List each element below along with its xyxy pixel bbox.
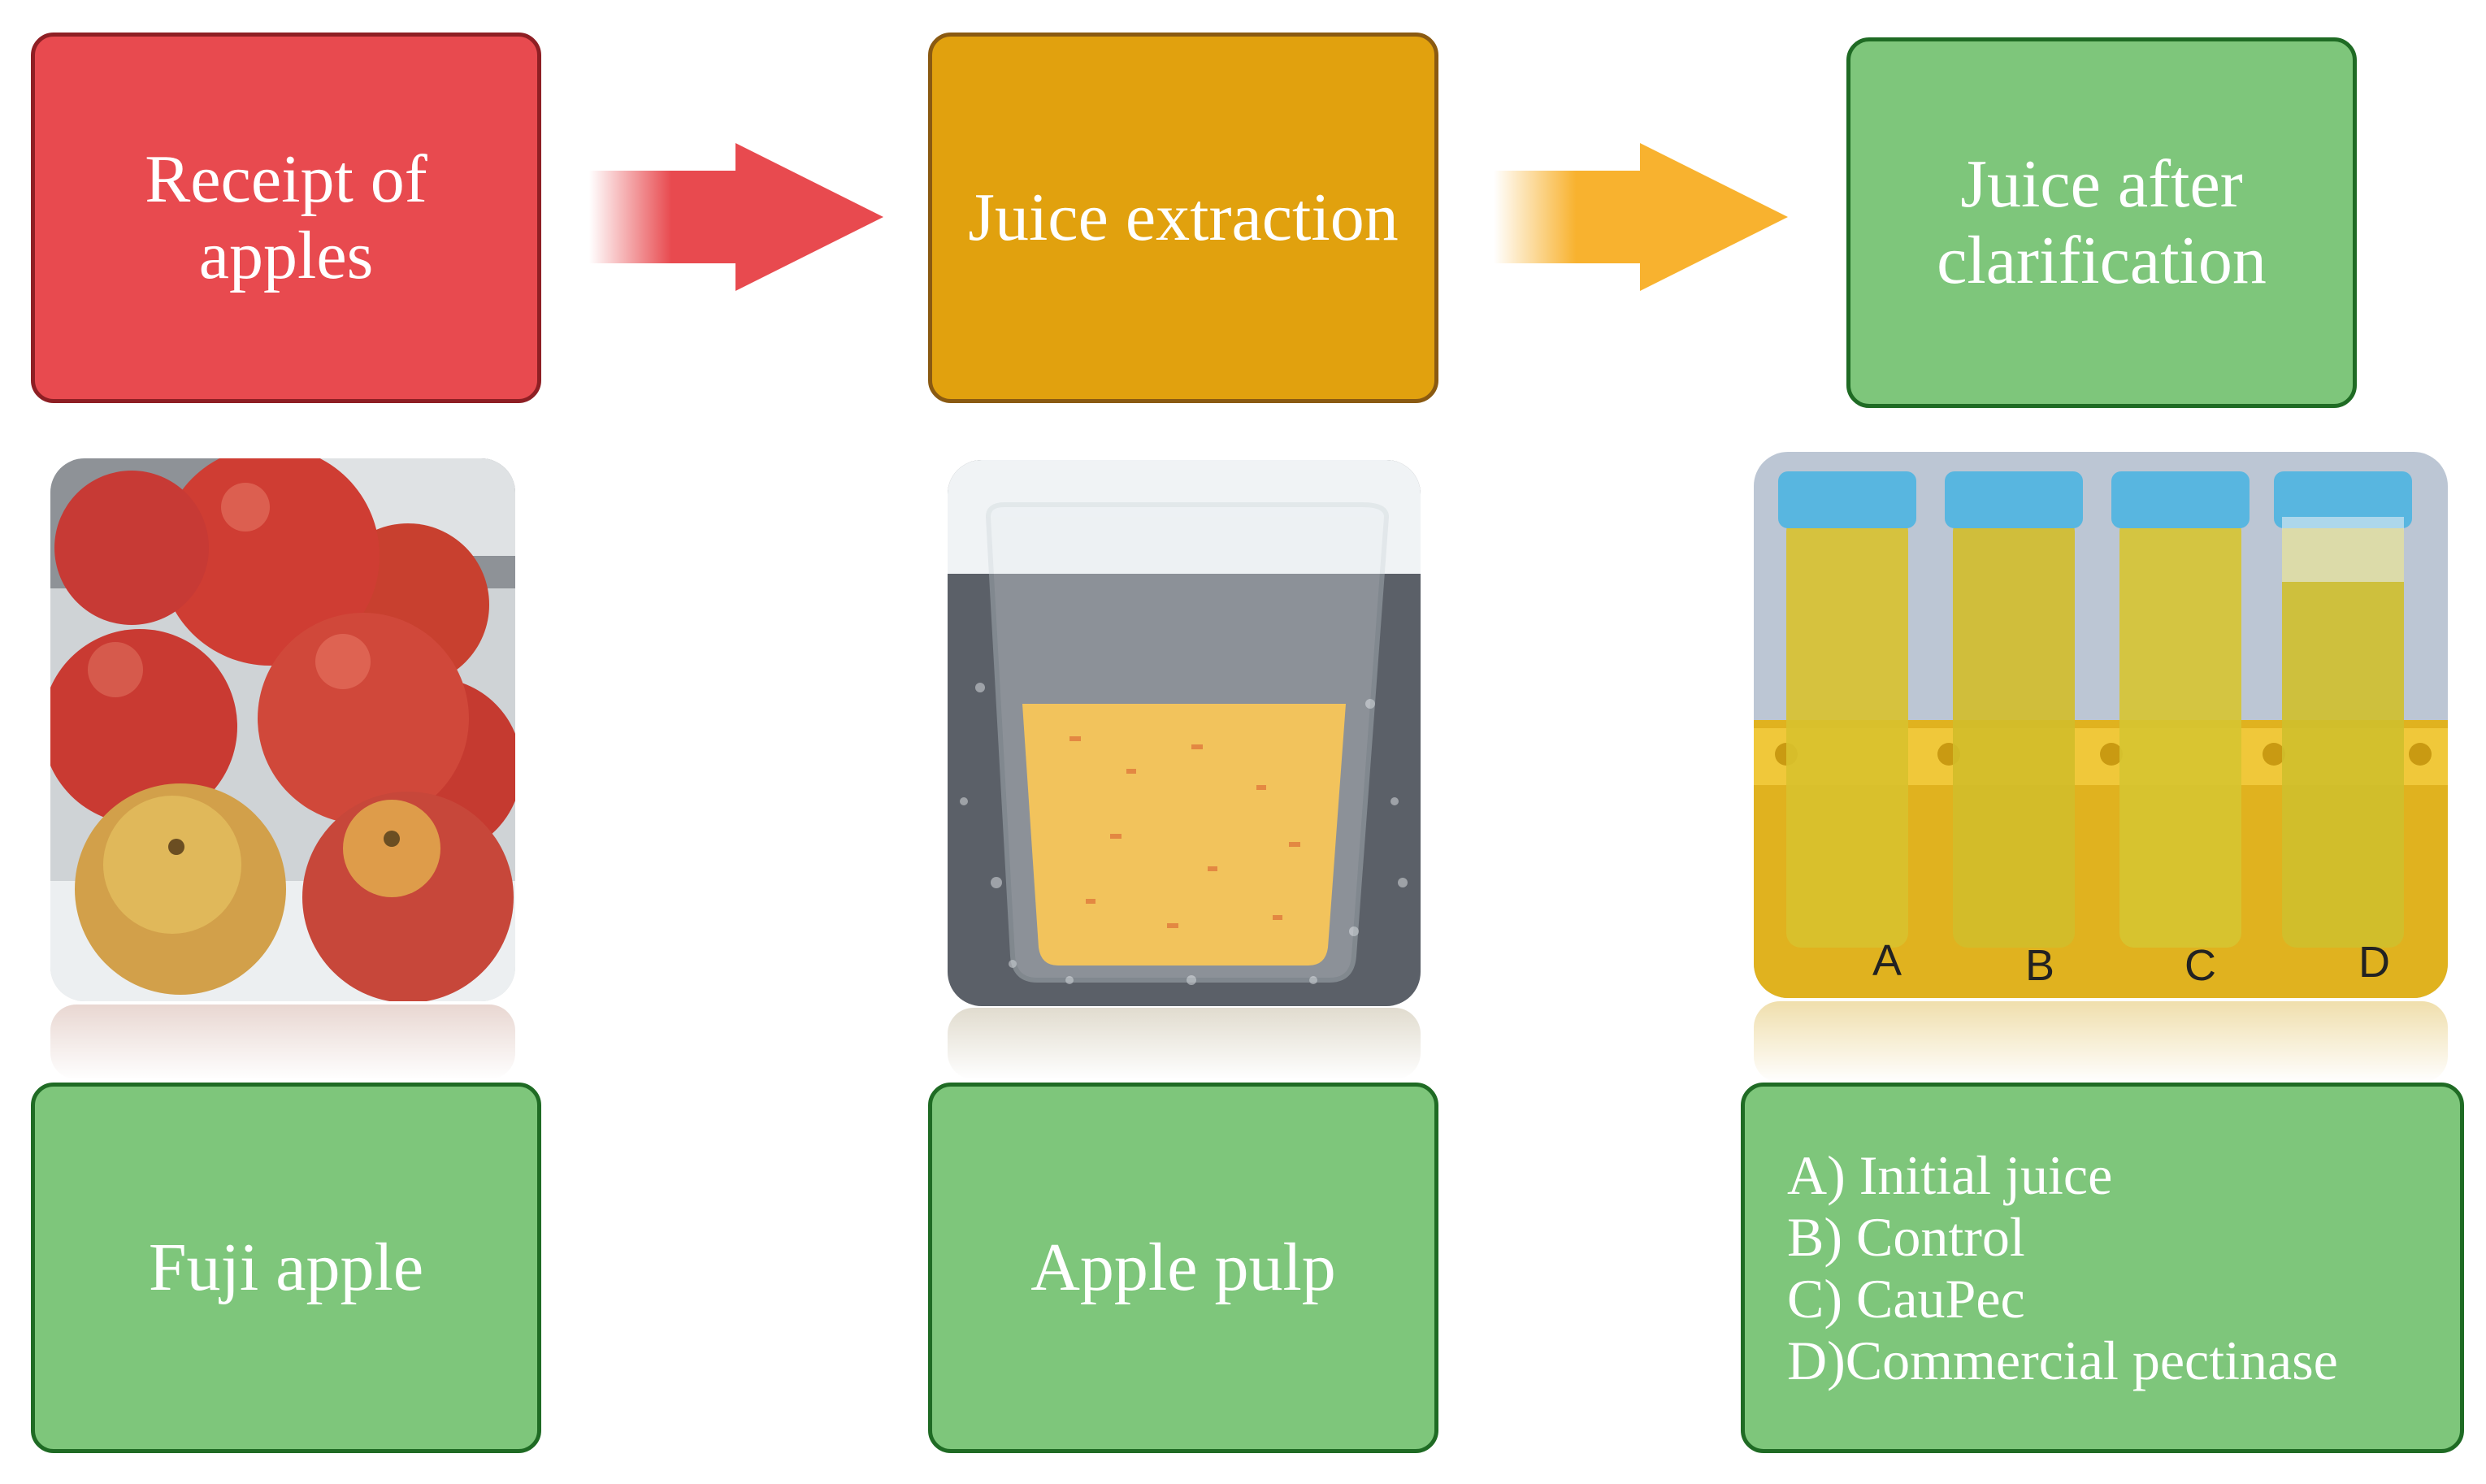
- step-1-label: Receipt of apples: [145, 141, 427, 293]
- test-tube-icon: [1778, 471, 1916, 948]
- caption-apple-pulp-box: Apple pulp: [928, 1083, 1438, 1453]
- step-juice-after-clarification-box: Juice after clarification: [1846, 37, 2357, 408]
- apple-pulp-photo-reflection: [948, 1008, 1421, 1079]
- apple-pulp-beaker-photo: [948, 460, 1421, 1006]
- arrow-right-icon: [1494, 143, 1788, 291]
- caption-fuji-apple-box: Fuji apple: [31, 1083, 541, 1453]
- fuji-apples-photo-reflection: [50, 1005, 515, 1079]
- tube-label-c: C: [2184, 941, 2216, 990]
- step-2-label: Juice extraction: [968, 179, 1399, 255]
- tube-label-b: B: [2025, 941, 2054, 990]
- test-tube-icon: [1945, 471, 2083, 948]
- legend-item-b: B) Control: [1787, 1205, 2025, 1268]
- test-tube-icon: [2111, 471, 2250, 948]
- step-3-label: Juice after clarification: [1937, 145, 2267, 298]
- step-juice-extraction-box: Juice extraction: [928, 33, 1438, 403]
- legend-item-d: D)Commercial pectinase: [1787, 1330, 2338, 1392]
- step-receipt-of-apples-box: Receipt of apples: [31, 33, 541, 403]
- tube-label-a: A: [1872, 936, 1902, 985]
- legend-list: A) Initial juice B) Control C) CauPec D)…: [1787, 1144, 2338, 1392]
- legend-item-a: A) Initial juice: [1787, 1143, 2113, 1206]
- arrow-right-icon: [589, 143, 883, 291]
- tube-label-d: D: [2358, 938, 2390, 987]
- tubes-photo-reflection: [1754, 1001, 2448, 1083]
- caption-fuji-apple: Fuji apple: [148, 1229, 424, 1305]
- legend-item-c: C) CauPec: [1787, 1268, 2025, 1330]
- clarified-juice-tubes-photo: A B C D: [1754, 452, 2448, 998]
- fuji-apples-photo: [50, 458, 515, 1001]
- caption-apple-pulp: Apple pulp: [1030, 1229, 1336, 1305]
- apple-icon: [50, 458, 515, 1001]
- test-tube-icon: [2274, 471, 2412, 948]
- caption-legend-box: A) Initial juice B) Control C) CauPec D)…: [1741, 1083, 2464, 1453]
